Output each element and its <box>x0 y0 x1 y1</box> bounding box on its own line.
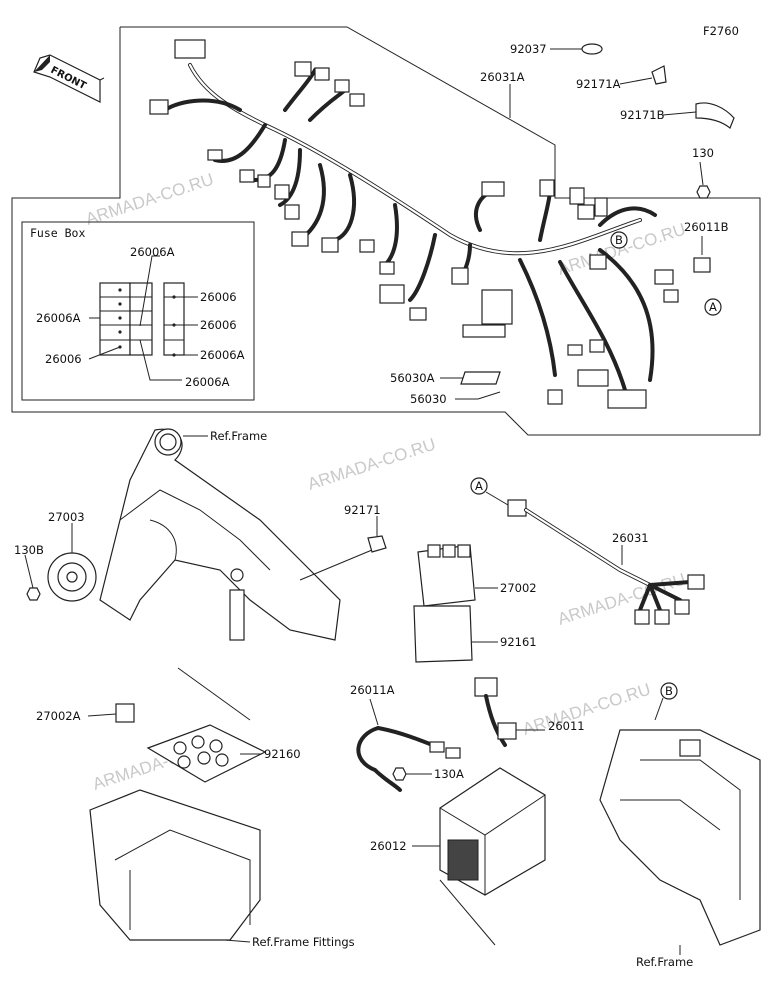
ecu-parts: 27002 92161 <box>413 544 537 663</box>
callout-b-2-text: B <box>665 684 673 698</box>
label-56030: 56030 <box>410 392 447 406</box>
label-fb-26006A-bottom: 26006A <box>185 375 230 389</box>
label-92037: 92037 <box>510 42 547 56</box>
ref-frame-fittings-label: Ref.Frame Fittings <box>252 935 355 949</box>
label-92171: 92171 <box>344 503 381 517</box>
label-130: 130 <box>692 146 714 160</box>
label-26031A: 26031A <box>480 70 525 84</box>
frame-view-b: B Ref.Frame <box>599 682 761 969</box>
callout-a-2-text: A <box>475 479 483 493</box>
label-27002A: 27002A <box>36 709 81 723</box>
label-92171B: 92171B <box>620 108 665 122</box>
diagram-id: F2760 <box>703 24 739 38</box>
label-26011B: 26011B <box>684 220 729 234</box>
label-92160: 92160 <box>264 747 301 761</box>
callout-b-2 <box>660 682 678 700</box>
battery-tray-section: 27002A 92160 Ref.Frame Fittings <box>36 667 355 949</box>
label-27002: 27002 <box>500 581 537 595</box>
harness-frame <box>11 26 761 436</box>
callout-a-1-text: A <box>709 300 717 314</box>
callout-b-1 <box>610 231 628 249</box>
frame-section: Ref.Frame 27003 130B 92171 <box>14 428 387 641</box>
battery-section: 26011A 130A 26011 26012 <box>350 677 585 946</box>
fuse-box-panel: Fuse Box 26006A 26006A 26006 26006 26006 <box>21 221 255 401</box>
label-130A: 130A <box>434 767 464 781</box>
front-arrow-icon: FRONT <box>33 54 105 103</box>
watermark-1: ARMADA-CO.RU <box>83 170 216 229</box>
fuse-box-title: Fuse Box <box>30 226 85 240</box>
label-fb-26006-r1: 26006 <box>200 290 237 304</box>
label-26012: 26012 <box>370 839 407 853</box>
ref-frame-label-2: Ref.Frame <box>636 955 693 969</box>
label-92161: 92161 <box>500 635 537 649</box>
label-56030A: 56030A <box>390 371 435 385</box>
callout-a-1 <box>704 298 722 316</box>
label-fb-26006A-r3: 26006A <box>200 348 245 362</box>
callout-b-1-text: B <box>615 233 623 247</box>
label-fb-26006A-left: 26006A <box>36 311 81 325</box>
label-27003: 27003 <box>48 510 85 524</box>
label-fb-26006-r2: 26006 <box>200 318 237 332</box>
watermark-3: ARMADA-CO.RU <box>305 435 438 494</box>
ref-frame-label-1: Ref.Frame <box>210 429 267 443</box>
top-right-parts: 92037 26031A 92171A 92171B 130 26011B B … <box>390 42 735 406</box>
main-wiring-harness <box>149 39 679 409</box>
label-fb-26006A-top: 26006A <box>130 245 175 259</box>
label-26011A: 26011A <box>350 683 395 697</box>
label-fb-26006-left: 26006 <box>45 352 82 366</box>
label-26011: 26011 <box>548 719 585 733</box>
callout-a-2 <box>470 477 488 495</box>
label-130B: 130B <box>14 543 44 557</box>
sub-harness-26031: A 26031 <box>470 477 705 625</box>
label-92171A: 92171A <box>576 77 621 91</box>
label-26031: 26031 <box>612 531 649 545</box>
